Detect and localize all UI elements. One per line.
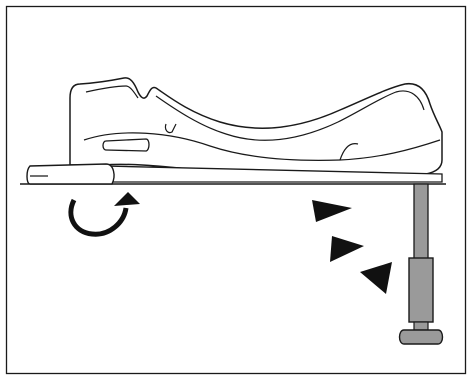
seat-base-lower-contour	[83, 132, 441, 161]
latch-tab	[164, 123, 177, 134]
direction-arrow	[312, 200, 352, 222]
rotation-arrow	[68, 198, 129, 237]
isofix-connector	[26, 163, 115, 185]
seat-base-shell	[69, 77, 443, 175]
direction-arrow	[330, 236, 364, 262]
support-leg-lower	[408, 257, 434, 323]
diagram-border	[5, 5, 467, 375]
release-handle-slot	[102, 138, 150, 152]
support-leg-neck	[413, 321, 429, 331]
support-leg-foot	[398, 329, 444, 345]
seat-base-recess	[339, 143, 359, 161]
support-leg-upper	[413, 183, 429, 261]
direction-arrow	[360, 262, 392, 294]
seat-base-inner-contour	[85, 85, 425, 141]
rotation-arrow-head	[114, 192, 140, 206]
